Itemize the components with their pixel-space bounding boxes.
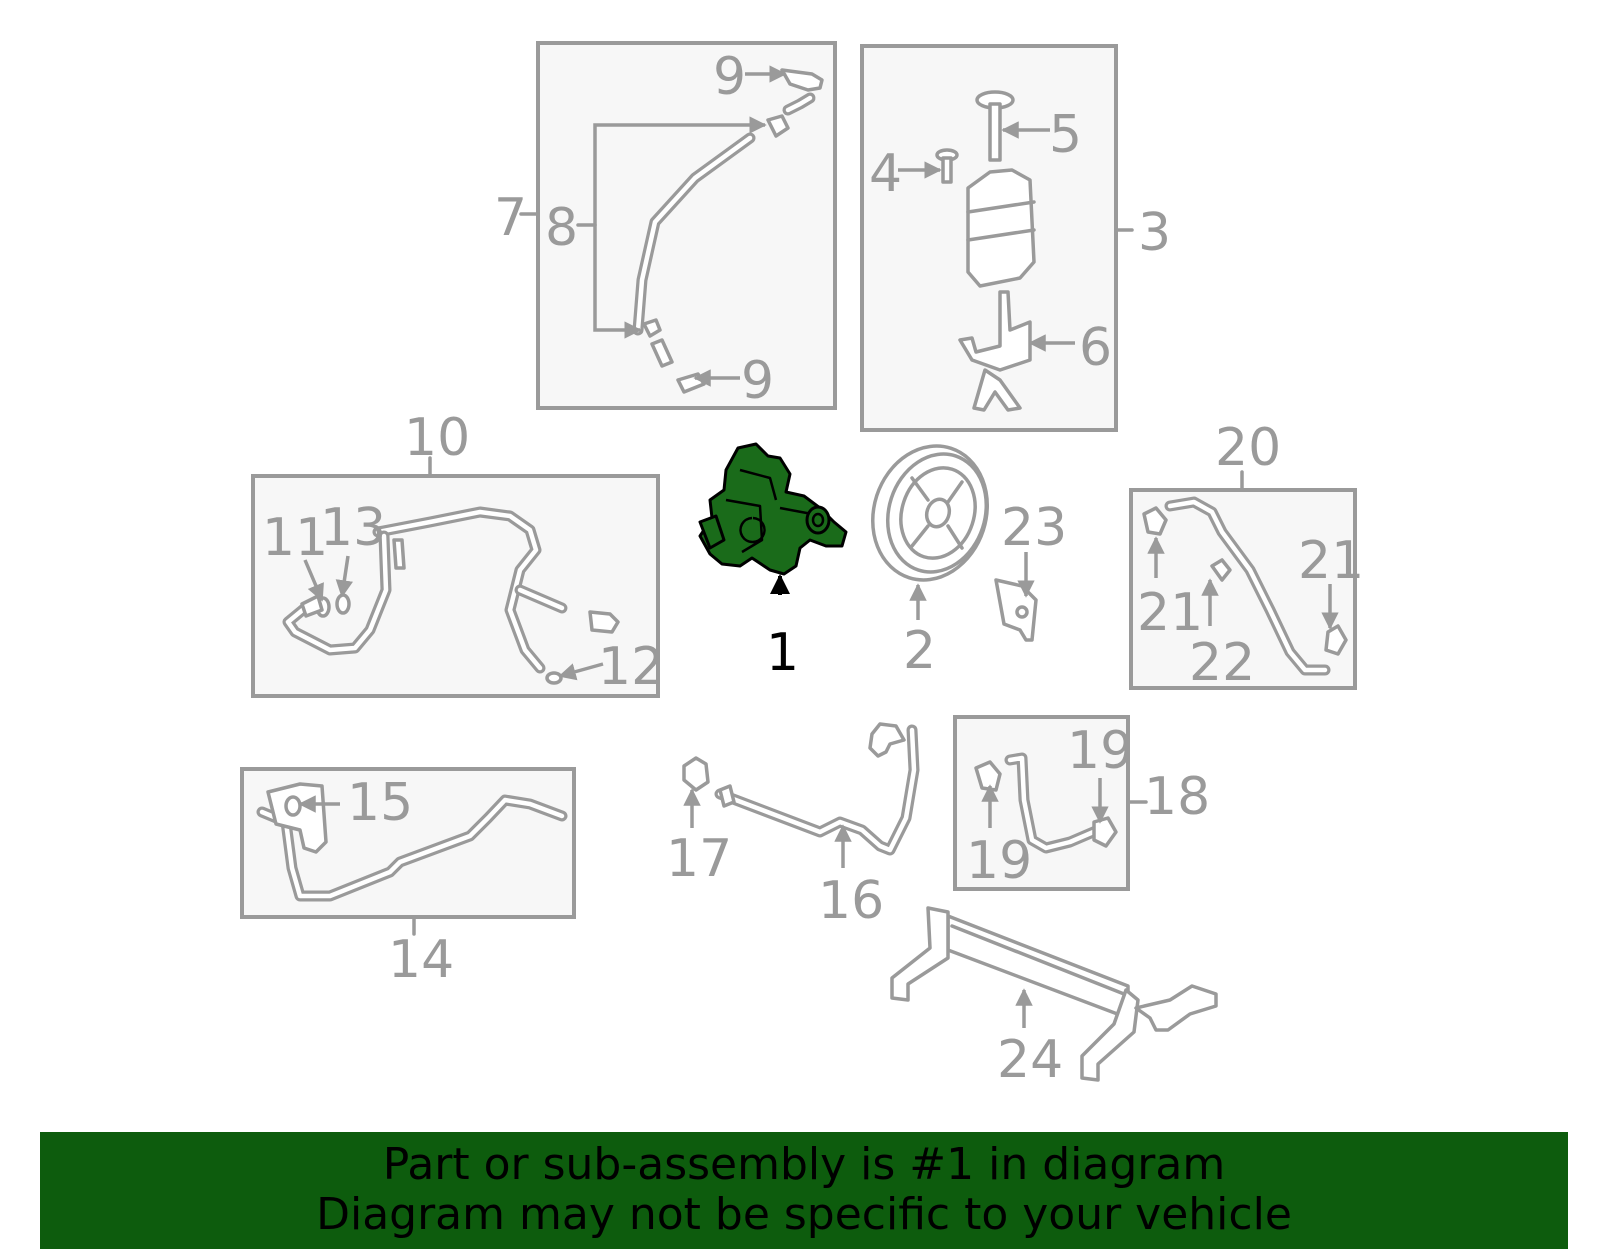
group-3-reservoir: 5 4 6 3 (860, 44, 1171, 432)
callout-4: 4 (869, 144, 902, 204)
part-2-pulley: 2 (870, 444, 990, 681)
callout-5: 5 (1049, 105, 1082, 165)
banner-line-1: Part or sub-assembly is #1 in diagram (382, 1139, 1226, 1190)
group-7-hose-assembly: 7 8 9 9 (494, 41, 837, 411)
group-14-return-hose: 15 14 (240, 767, 576, 990)
info-banner: Part or sub-assembly is #1 in diagram Di… (40, 1132, 1568, 1249)
callout-12: 12 (598, 637, 664, 697)
callout-18: 18 (1144, 767, 1210, 827)
callout-21-right: 21 (1298, 531, 1364, 591)
callout-19-bottom: 19 (966, 831, 1032, 891)
callout-6: 6 (1079, 318, 1112, 378)
callout-3: 3 (1138, 203, 1171, 263)
group-20-return-line: 20 21 21 22 (1129, 418, 1364, 693)
group-10-pressure-line: 10 11 13 12 (251, 408, 664, 698)
part-24-cooler: 24 (890, 906, 1218, 1090)
part-23-bracket: 23 (994, 498, 1067, 642)
callout-17: 17 (666, 829, 732, 889)
callout-10: 10 (404, 408, 470, 468)
part-16-cooler-line: 16 17 (666, 722, 920, 931)
callout-23: 23 (1001, 498, 1067, 558)
callout-21-left: 21 (1137, 583, 1203, 643)
callout-11: 11 (262, 508, 328, 568)
callout-20: 20 (1215, 418, 1281, 478)
callout-1: 1 (766, 623, 799, 683)
banner-line-2: Diagram may not be specific to your vehi… (316, 1189, 1292, 1240)
callout-9-bottom: 9 (741, 351, 774, 411)
group-18-hose: 19 19 18 (953, 715, 1210, 891)
callout-24: 24 (997, 1030, 1063, 1090)
part-1-power-steering-pump[interactable]: 1 (698, 442, 848, 683)
callout-22: 22 (1189, 633, 1255, 693)
callout-2: 2 (903, 621, 936, 681)
callout-9-top: 9 (713, 47, 746, 107)
callout-13: 13 (320, 498, 386, 558)
callout-19-top: 19 (1067, 721, 1133, 781)
callout-14: 14 (388, 930, 454, 990)
callout-15: 15 (347, 773, 413, 833)
callout-16: 16 (818, 871, 884, 931)
callout-8: 8 (545, 198, 578, 258)
callout-7: 7 (494, 188, 527, 248)
